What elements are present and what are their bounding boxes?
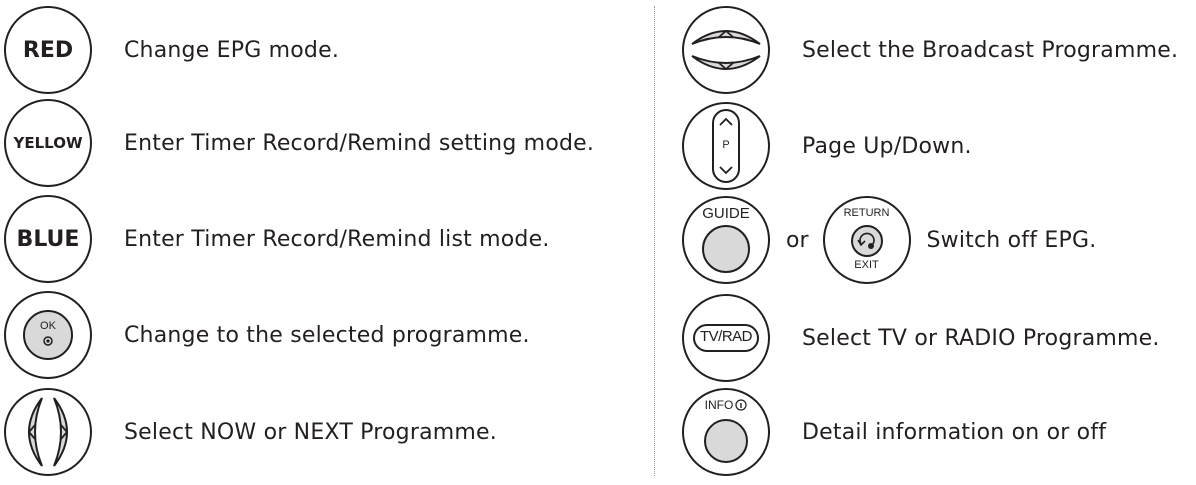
- info-description: Detail information on or off: [802, 419, 1107, 445]
- blue-button-icon: BLUE: [2, 193, 94, 285]
- up-down-arrows-icon: [680, 4, 772, 96]
- guide-button-icon: GUIDE: [680, 194, 772, 286]
- blue-description: Enter Timer Record/Remind list mode.: [124, 226, 550, 252]
- info-button-icon: INFO: [680, 386, 772, 478]
- legend-row-left-right: Select NOW or NEXT Programme.: [2, 386, 497, 478]
- legend-row-up-down: Select the Broadcast Programme.: [680, 4, 1178, 96]
- legend-row-guide-return: GUIDE or RETURN EXIT Switch off EPG.: [680, 194, 1096, 286]
- ok-button-label: OK: [40, 320, 56, 332]
- legend-row-blue: BLUE Enter Timer Record/Remind list mode…: [2, 193, 550, 285]
- page-up-down-icon: P: [680, 100, 772, 192]
- yellow-description: Enter Timer Record/Remind setting mode.: [124, 130, 595, 156]
- legend-row-page: P Page Up/Down.: [680, 100, 972, 192]
- red-button-icon: RED: [2, 4, 94, 96]
- ok-button-icon: OK: [2, 289, 94, 381]
- or-text: or: [786, 227, 809, 253]
- red-description: Change EPG mode.: [124, 37, 340, 63]
- yellow-button-icon: YELLOW: [2, 97, 94, 189]
- legend-row-tv-rad: TV/RAD Select TV or RADIO Programme.: [680, 292, 1160, 384]
- return-label: RETURN: [843, 207, 890, 219]
- page-description: Page Up/Down.: [802, 133, 972, 159]
- switch-off-description: Switch off EPG.: [926, 227, 1097, 253]
- page-button-label: P: [722, 139, 730, 151]
- yellow-button-label: YELLOW: [13, 134, 83, 152]
- blue-button-label: BLUE: [16, 226, 80, 252]
- tv-rad-button-icon: TV/RAD: [680, 292, 772, 384]
- legend-row-red: RED Change EPG mode.: [2, 4, 339, 96]
- red-button-label: RED: [22, 37, 74, 63]
- legend-row-info: INFO Detail information on or off: [680, 386, 1106, 478]
- tv-rad-description: Select TV or RADIO Programme.: [802, 325, 1160, 351]
- tv-rad-button-label: TV/RAD: [699, 328, 753, 345]
- up-down-description: Select the Broadcast Programme.: [802, 37, 1179, 63]
- guide-button-label: GUIDE: [702, 205, 750, 222]
- ok-description: Change to the selected programme.: [124, 322, 530, 348]
- left-right-description: Select NOW or NEXT Programme.: [124, 419, 497, 445]
- column-divider: [654, 6, 655, 476]
- legend-row-yellow: YELLOW Enter Timer Record/Remind setting…: [2, 97, 594, 189]
- exit-label: EXIT: [854, 259, 879, 271]
- left-right-arrows-icon: [2, 386, 94, 478]
- info-button-label: INFO: [704, 398, 734, 412]
- legend-row-ok: OK Change to the selected programme.: [2, 289, 530, 381]
- return-exit-button-icon: RETURN EXIT: [821, 194, 913, 286]
